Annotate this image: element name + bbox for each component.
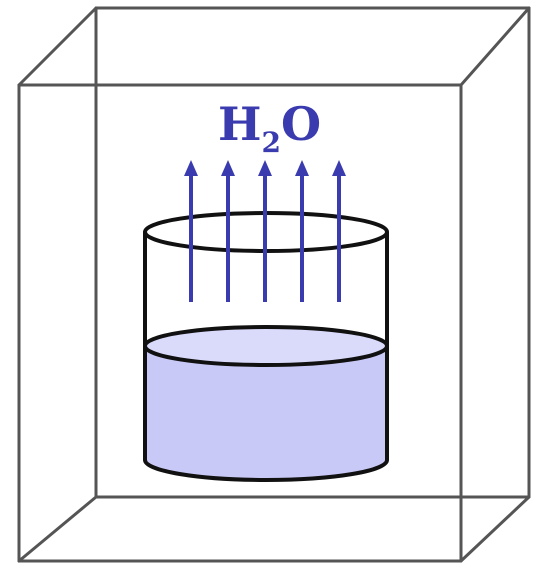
vapor-arrows	[184, 160, 346, 302]
box-edge-top-right	[461, 8, 529, 85]
arrow-up-icon	[258, 160, 272, 176]
box-edge-bottom-right	[461, 497, 529, 561]
vapor-arrow	[221, 160, 235, 302]
box-edge-bottom-left	[19, 497, 96, 561]
box-edge-top-left	[19, 8, 96, 85]
h2o-label: H2O	[218, 97, 321, 159]
h2o-label-main: H	[218, 97, 261, 151]
water-surface	[145, 327, 387, 365]
vapor-arrow	[295, 160, 309, 302]
h2o-label-tail: O	[281, 97, 321, 151]
vapor-arrow	[332, 160, 346, 302]
arrow-up-icon	[295, 160, 309, 176]
vapor-arrow	[184, 160, 198, 302]
h2o-label-subscript: 2	[261, 126, 280, 159]
arrow-up-icon	[221, 160, 235, 176]
box-front-face	[19, 85, 461, 561]
arrow-up-icon	[184, 160, 198, 176]
arrow-up-icon	[332, 160, 346, 176]
vapor-arrow	[258, 160, 272, 302]
